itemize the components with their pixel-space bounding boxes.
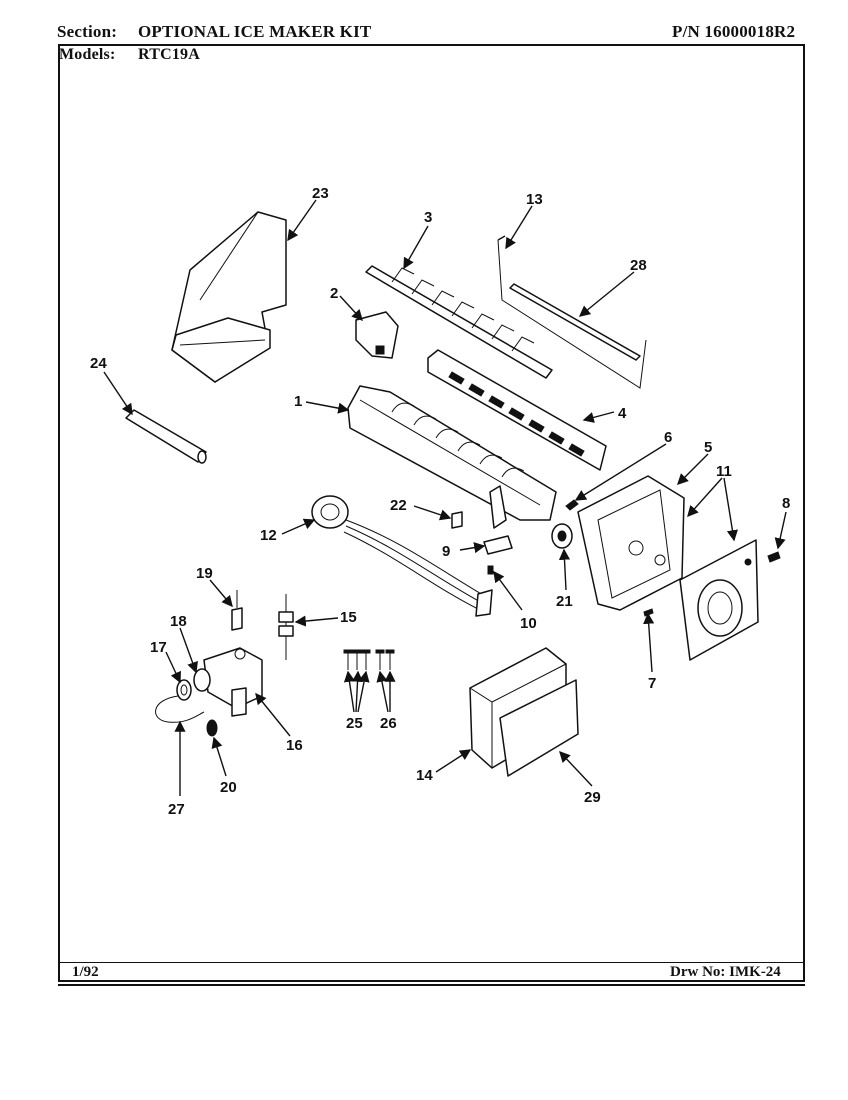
part-20-clip xyxy=(206,719,218,737)
part-9-bracket xyxy=(483,535,513,555)
callout-29: 29 xyxy=(584,789,601,806)
callout-labels: 23 3 13 28 2 24 1 4 6 5 11 8 22 12 9 21 … xyxy=(90,185,790,818)
part-10-screw xyxy=(487,565,494,575)
parts-25-26-screws xyxy=(343,649,395,670)
callout-4: 4 xyxy=(618,405,627,422)
part-11-motor-plate xyxy=(679,539,759,661)
footer-rule xyxy=(58,984,805,986)
part-6-screw xyxy=(565,499,579,511)
callout-5: 5 xyxy=(704,439,712,456)
callout-14: 14 xyxy=(416,767,433,784)
callout-2: 2 xyxy=(330,285,338,302)
part-15-fitting xyxy=(278,594,294,660)
part-17-washer xyxy=(176,679,192,701)
models-value: RTC19A xyxy=(138,46,200,63)
callout-8: 8 xyxy=(782,495,790,512)
callout-28: 28 xyxy=(630,257,647,274)
part-2-bracket xyxy=(355,311,399,359)
callout-3: 3 xyxy=(424,209,432,226)
callout-7: 7 xyxy=(648,675,656,692)
section-title: OPTIONAL ICE MAKER KIT xyxy=(138,22,372,41)
callout-9: 9 xyxy=(442,543,450,560)
footer-date: 1/92 xyxy=(72,964,99,980)
callout-10: 10 xyxy=(520,615,537,632)
callout-26: 26 xyxy=(380,715,397,732)
part-5-housing xyxy=(577,475,685,611)
part-18-nut xyxy=(193,668,211,692)
drawing-number: Drw No: IMK-24 xyxy=(670,964,781,980)
part-1-ice-mold xyxy=(347,385,557,529)
part-3-ejector xyxy=(365,265,553,379)
callout-24: 24 xyxy=(90,355,107,372)
part-16-water-valve xyxy=(203,647,263,717)
callout-13: 13 xyxy=(526,191,543,208)
callout-20: 20 xyxy=(220,779,237,796)
footer-divider xyxy=(58,962,805,963)
callout-21: 21 xyxy=(556,593,573,610)
part-21-cam xyxy=(551,523,573,549)
part-22-clip xyxy=(451,511,463,529)
callout-12: 12 xyxy=(260,527,277,544)
callout-27: 27 xyxy=(168,801,185,818)
part-29-panel xyxy=(499,679,579,777)
part-8-screw xyxy=(767,551,781,563)
part-12-harness xyxy=(311,495,493,617)
section-label: Section: xyxy=(57,22,118,41)
callout-16: 16 xyxy=(286,737,303,754)
callout-6: 6 xyxy=(664,429,672,446)
leader-lines xyxy=(103,199,787,796)
part-4-stripper xyxy=(427,349,607,471)
part-23-bracket xyxy=(171,211,287,383)
part-28-rod xyxy=(509,283,641,361)
callout-19: 19 xyxy=(196,565,213,582)
callout-23: 23 xyxy=(312,185,329,202)
callout-18: 18 xyxy=(170,613,187,630)
part-13-shutoff-arm xyxy=(497,235,647,389)
diagram-frame xyxy=(58,44,805,982)
callout-11: 11 xyxy=(716,463,732,480)
part-27-wire xyxy=(155,695,205,723)
callout-1: 1 xyxy=(294,393,302,410)
callout-22: 22 xyxy=(390,497,407,514)
callout-25: 25 xyxy=(346,715,363,732)
part-19-fitting xyxy=(231,590,243,631)
callout-15: 15 xyxy=(340,609,357,626)
part-24-fill-tube xyxy=(125,409,207,464)
models-label: Models: xyxy=(59,46,116,63)
callout-17: 17 xyxy=(150,639,167,656)
part-number: P/N 16000018R2 xyxy=(672,22,796,41)
